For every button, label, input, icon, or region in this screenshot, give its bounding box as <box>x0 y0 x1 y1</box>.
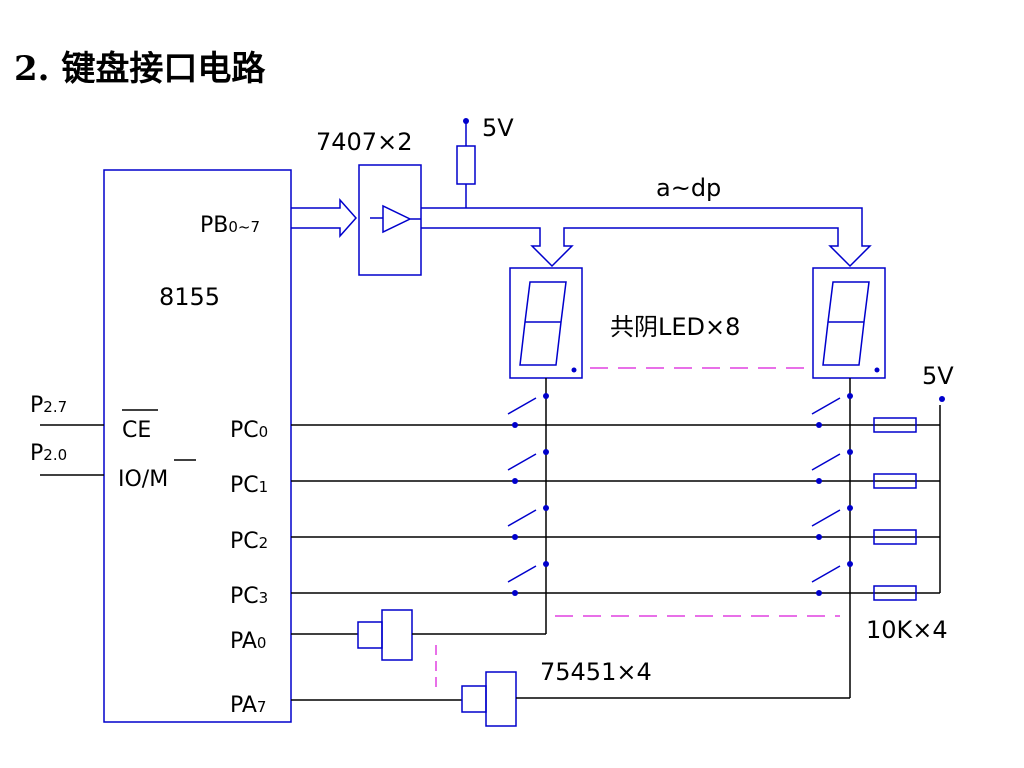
buffer-label: 7407×2 <box>316 128 412 156</box>
buffer-7407 <box>358 164 422 276</box>
driver-label: 75451×4 <box>540 658 652 686</box>
ce-label: CE <box>122 418 151 443</box>
bus-label: a~dp <box>656 174 721 202</box>
buffer-symbol <box>370 204 421 234</box>
pc1-label: PC1 <box>230 473 268 498</box>
pb-label: PB0~7 <box>200 213 260 238</box>
keys-column-1 <box>507 393 549 596</box>
driver-pa0 <box>357 609 413 661</box>
led-8-dp <box>874 367 880 373</box>
pc0-label: PC0 <box>230 418 268 443</box>
p27-label: P2.7 <box>30 393 67 418</box>
chip-8155 <box>103 169 292 723</box>
iom-label: IO/M <box>118 467 168 492</box>
vcc-right-dot <box>939 396 945 402</box>
p20-label: P2.0 <box>30 441 67 466</box>
pullup-resistors <box>873 405 941 601</box>
led-1-dp <box>571 367 577 373</box>
diagram-title: 2. 键盘接口电路 <box>14 49 266 89</box>
driver-pa7 <box>461 671 517 727</box>
led-8-segments <box>822 281 870 366</box>
led-label: 共阴LED×8 <box>610 313 740 341</box>
pa7-label: PA7 <box>230 693 266 718</box>
pullup-resistor <box>456 145 476 185</box>
vcc-top-label: 5V <box>482 114 514 142</box>
chip-label: 8155 <box>159 283 220 311</box>
segment-bus <box>421 207 872 268</box>
keys-column-8 <box>811 393 853 596</box>
pc2-label: PC2 <box>230 529 268 554</box>
pa0-label: PA0 <box>230 629 266 654</box>
led-display-8 <box>812 267 886 379</box>
led-1-segments <box>519 281 567 366</box>
resistor-label: 10K×4 <box>866 616 948 644</box>
vcc-right-label: 5V <box>922 362 954 390</box>
pb-bus-arrow <box>291 198 358 238</box>
pc3-label: PC3 <box>230 584 268 609</box>
